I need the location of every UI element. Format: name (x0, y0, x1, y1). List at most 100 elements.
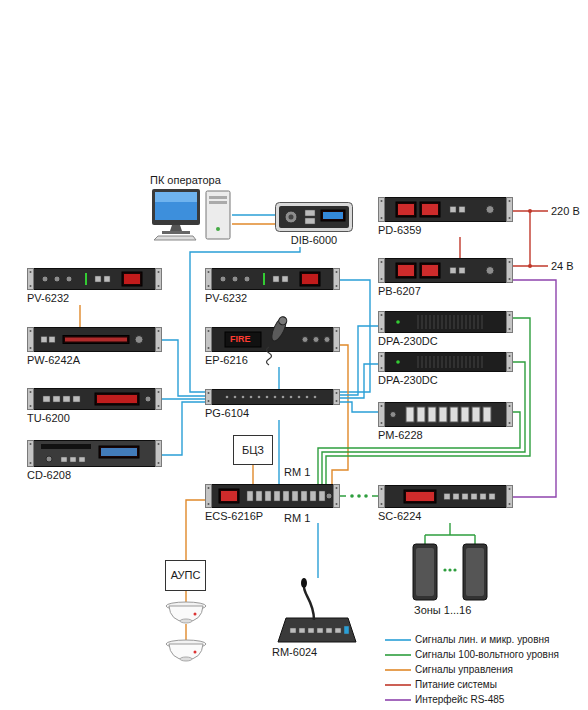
drawing-part (425, 530, 475, 544)
drawing-part (336, 392, 338, 394)
drawing-part (381, 314, 383, 316)
drawing-part (413, 544, 437, 600)
drawing-part (381, 200, 383, 202)
drawing-part (209, 196, 227, 199)
drawing-part (256, 491, 262, 501)
drawing-part (208, 285, 210, 287)
drawing-part (444, 494, 450, 500)
drawing-part (28, 328, 34, 352)
drawing-part (462, 494, 468, 500)
drawing-part (462, 356, 463, 368)
drawing-part (30, 443, 32, 445)
drawing-part (156, 328, 162, 352)
drawing-part (306, 396, 309, 399)
drawing-part (265, 491, 271, 501)
control-box: БЦЗ (233, 435, 273, 465)
drawing-part (263, 273, 265, 285)
drawing-part (334, 390, 340, 405)
rack-device: CD-6208 (27, 440, 162, 482)
dot (364, 494, 368, 498)
drawing-part (422, 265, 438, 276)
drawing-part (321, 210, 345, 221)
drawing-part (158, 271, 160, 273)
drawing-part (507, 259, 513, 283)
signal-line (186, 500, 205, 560)
drawing-part (458, 356, 459, 368)
signal-line (252, 465, 253, 484)
signal-line (340, 402, 378, 412)
drawing-part (334, 328, 340, 352)
drawing-part (379, 353, 385, 372)
drawing-part (450, 268, 456, 274)
interface-unit: DIB-6000 (275, 202, 353, 247)
drawing-part (206, 191, 230, 239)
drawing-part (302, 337, 308, 343)
drawing-part (379, 353, 513, 372)
rack-device: PG-6104 (205, 389, 340, 420)
legend-line (385, 669, 411, 671)
device-label: SC-6224 (378, 510, 513, 523)
drawing-part (219, 489, 239, 503)
continuation-dots (346, 491, 372, 501)
device-picture (205, 484, 340, 508)
device-picture (205, 268, 340, 290)
drawing-part (398, 204, 414, 215)
drawing-part (471, 494, 477, 500)
drawing-part (450, 207, 456, 213)
drawing-part (206, 485, 340, 508)
signal-line (513, 280, 556, 497)
drawing-part (63, 396, 70, 402)
drawing-part (221, 491, 237, 501)
drawing-part (206, 269, 212, 290)
drawing-part (509, 405, 511, 407)
device-label: PB-6207 (378, 285, 513, 298)
drawing-part (483, 407, 491, 422)
drawing-part (258, 396, 261, 399)
drawing-part (334, 269, 340, 290)
signal-line (162, 398, 205, 399)
drawing-part (290, 396, 293, 399)
drawing-part (158, 443, 160, 445)
drawing-part (250, 396, 253, 399)
rack-device: SC-6224 (378, 485, 513, 523)
device-picture (205, 389, 340, 405)
drawing-part (124, 274, 140, 284)
drawing-part (379, 198, 385, 222)
drawing-part (95, 393, 139, 405)
signal-line (278, 367, 279, 389)
drawing-part (308, 628, 314, 633)
drawing-part (509, 503, 511, 505)
signal-line (79, 305, 80, 327)
drawing-part (470, 356, 471, 368)
signal-line (332, 345, 348, 484)
legend-line (385, 654, 411, 656)
drawing-part (206, 485, 212, 508)
drawing-part (206, 390, 212, 405)
drawing-part (404, 490, 436, 503)
drawing-part (43, 396, 50, 402)
drawing-part (381, 422, 383, 424)
device-label: TU-6200 (27, 412, 162, 425)
drawing-part (310, 491, 316, 501)
drawing-part (79, 457, 85, 462)
drawing-part (509, 314, 511, 316)
device-label: DPA-230DC (378, 374, 513, 387)
drawing-part (292, 491, 298, 501)
display-text: FIRE (229, 334, 252, 345)
drawing-part (225, 332, 261, 347)
drawing-part (226, 396, 229, 399)
drawing-part (273, 276, 279, 282)
drawing-part (418, 315, 419, 329)
legend-row: Интерфейс RS-485 (385, 693, 504, 707)
drawing-part (158, 330, 160, 332)
drawing-part (450, 407, 458, 422)
drawing-part (509, 261, 511, 263)
device-label: PW-6242A (27, 354, 162, 367)
legend-row: Сигналы 100-вольтного уровня (385, 648, 559, 662)
drawing-part (448, 568, 451, 571)
signal-line (449, 523, 450, 530)
device-label: Зоны 1...16 (405, 604, 495, 617)
drawing-part (381, 217, 383, 219)
drawing-part (290, 628, 296, 633)
